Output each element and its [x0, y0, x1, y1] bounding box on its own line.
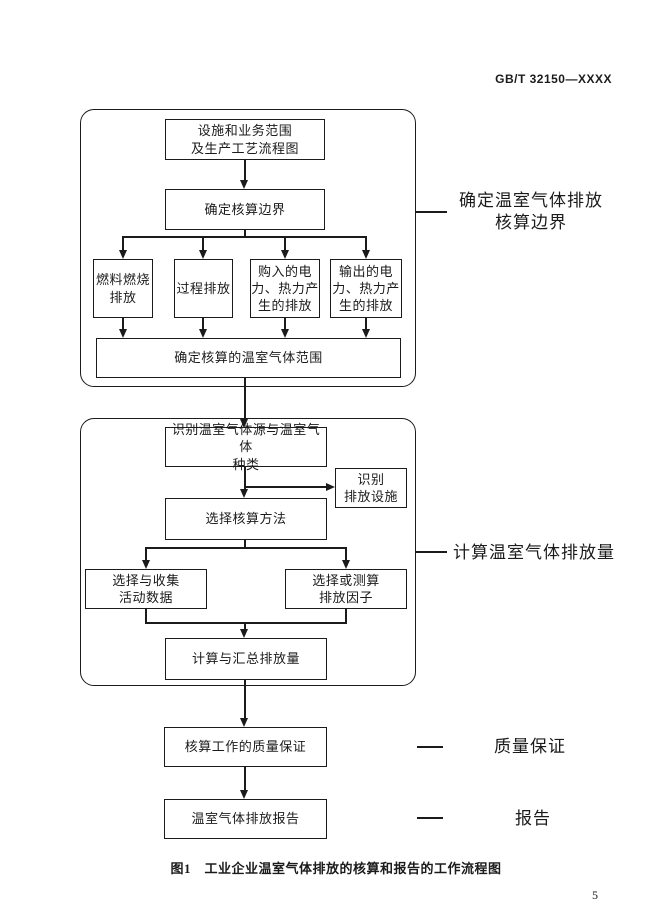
arrowhead-down-icon: [240, 419, 248, 428]
arrowhead-down-icon: [240, 718, 248, 727]
connector-line: [243, 378, 246, 420]
connector-line: [365, 236, 367, 251]
figure-caption: 图1 工业企业温室气体排放的核算和报告的工作流程图: [170, 861, 502, 876]
activity-data-box: 选择与收集 活动数据: [85, 569, 207, 609]
connector-line: [122, 236, 367, 238]
connector-line: [243, 230, 246, 238]
connector-line: [243, 622, 246, 630]
identify-sources-box: 识别温室气体源与温室气体 种类: [165, 422, 327, 472]
stage3-side-label: 质量保证: [494, 737, 566, 756]
standard-number: GB/T 32150—XXXX: [495, 72, 612, 86]
connector-line: [365, 318, 367, 330]
connector-line: [345, 609, 347, 624]
dash-line: [417, 817, 443, 819]
arrowhead-down-icon: [280, 329, 289, 338]
define-boundary-box: 确定核算边界: [165, 189, 325, 230]
select-method-box: 选择核算方法: [165, 498, 327, 540]
purchased-energy-box: 购入的电 力、热力产 生的排放: [250, 259, 320, 318]
stage2-calculation-container: [80, 418, 416, 686]
arrowhead-down-icon: [240, 180, 248, 189]
arrowhead-down-icon: [240, 489, 248, 498]
fuel-combustion-box: 燃料燃烧 排放: [93, 259, 153, 318]
arrowhead-down-icon: [118, 250, 127, 259]
facility-scope-box: 设施和业务范围 及生产工艺流程图: [165, 119, 325, 160]
connector-line: [122, 318, 124, 330]
arrowhead-down-icon: [361, 329, 370, 338]
connector-line: [243, 540, 246, 548]
connector-line: [284, 236, 286, 251]
emission-factor-box: 选择或测算 排放因子: [285, 569, 407, 609]
connector-line: [243, 767, 246, 790]
arrowhead-down-icon: [141, 560, 150, 569]
connector-line: [202, 236, 204, 251]
stage4-side-label: 报告: [515, 809, 551, 828]
connector-line: [202, 318, 204, 330]
connector-line: [145, 622, 347, 624]
connector-line: [416, 551, 447, 553]
page-number: 5: [592, 888, 598, 902]
arrowhead-down-icon: [240, 629, 248, 638]
connector-line: [145, 547, 347, 549]
arrowhead-down-icon: [341, 560, 350, 569]
qa-box: 核算工作的质量保证: [164, 727, 327, 767]
ghg-scope-box: 确定核算的温室气体范围: [96, 338, 401, 378]
stage1-boundary-container: [80, 109, 416, 387]
connector-line: [345, 547, 347, 561]
calc-sum-box: 计算与汇总排放量: [165, 638, 327, 680]
stage1-side-label: 确定温室气体排放 核算边界: [459, 191, 603, 232]
connector-line: [284, 318, 286, 330]
connector-line: [145, 547, 147, 561]
connector-line: [244, 486, 327, 488]
arrowhead-right-icon: [326, 482, 335, 491]
arrowhead-down-icon: [198, 329, 207, 338]
connector-line: [145, 609, 147, 624]
identify-facilities-box: 识别 排放设施: [335, 468, 407, 508]
exported-energy-box: 输出的电 力、热力产 生的排放: [330, 259, 402, 318]
arrowhead-down-icon: [198, 250, 207, 259]
stage2-side-label: 计算温室气体排放量: [453, 543, 615, 562]
connector-line: [243, 467, 246, 490]
connector-line: [243, 160, 246, 181]
report-box: 温室气体排放报告: [164, 799, 327, 839]
arrowhead-down-icon: [118, 329, 127, 338]
arrowhead-down-icon: [240, 790, 248, 799]
connector-line: [416, 211, 447, 213]
process-emission-box: 过程排放: [174, 259, 233, 318]
arrowhead-down-icon: [280, 250, 289, 259]
dash-line: [417, 746, 443, 748]
connector-line: [122, 236, 124, 251]
connector-line: [243, 680, 246, 718]
arrowhead-down-icon: [361, 250, 370, 259]
